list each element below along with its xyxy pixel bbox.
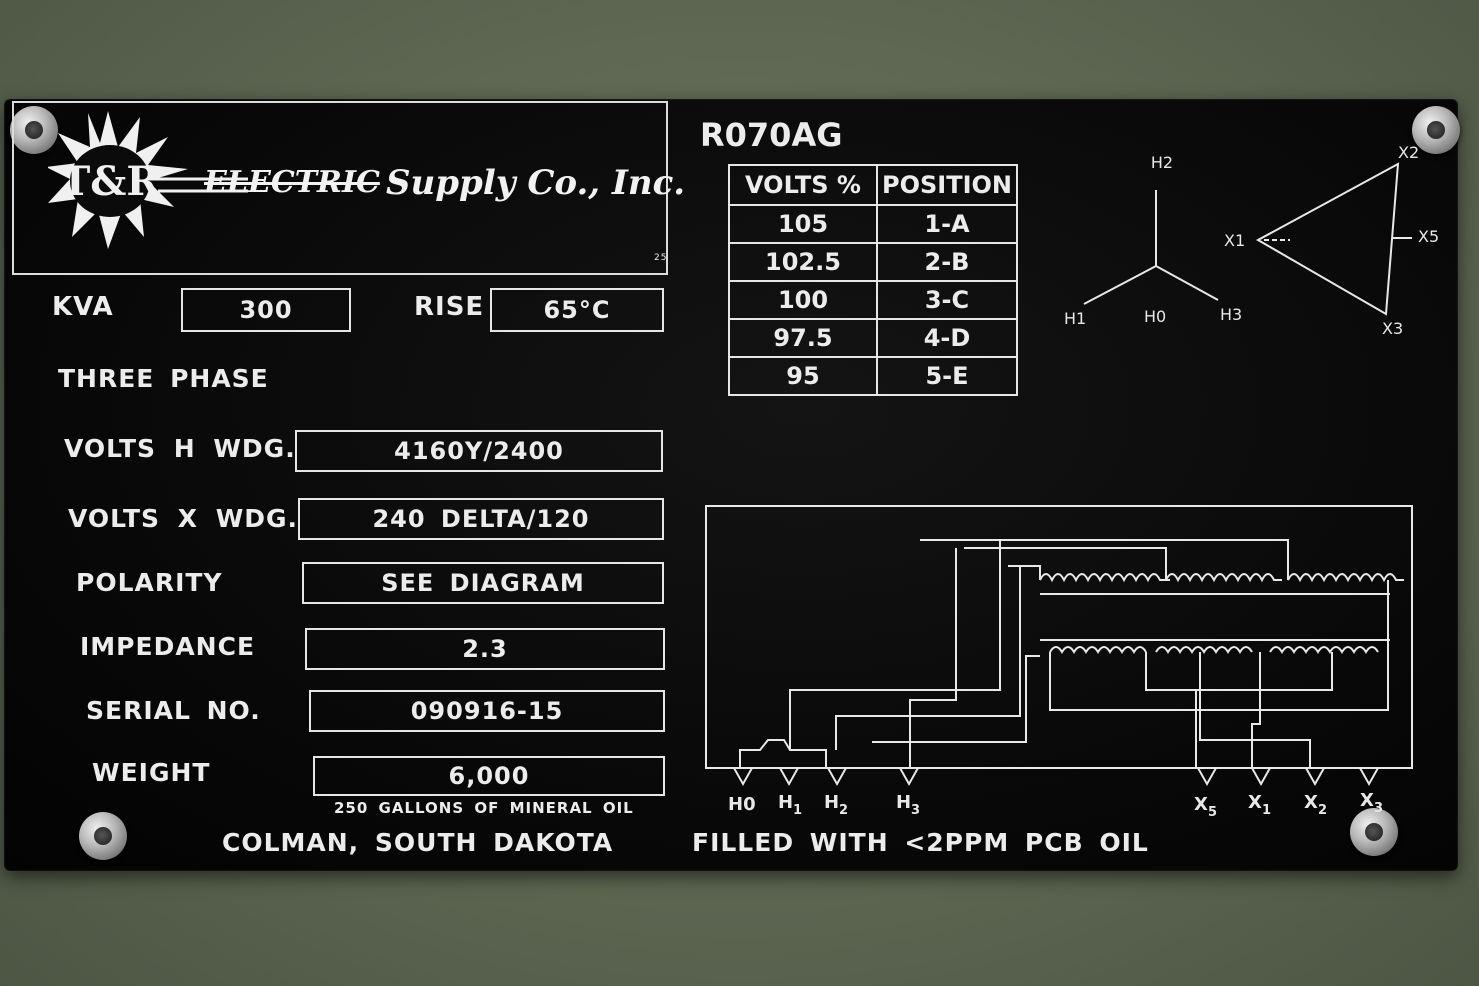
vector-label-x5: X5 bbox=[1418, 227, 1439, 246]
vector-diagram: H2 H1 H0 H3 X1 X2 X3 X5 bbox=[1064, 143, 1439, 338]
tap-header-volts: VOLTS % bbox=[728, 164, 878, 206]
vector-label-x3: X3 bbox=[1382, 319, 1403, 338]
company-name-supply: Supply Co., Inc. bbox=[386, 163, 686, 203]
volts-x-value: 240 DELTA/120 bbox=[298, 498, 664, 540]
model-code: R070AG bbox=[700, 116, 843, 154]
phase-label: THREE PHASE bbox=[58, 364, 269, 393]
kva-label: KVA bbox=[52, 292, 114, 322]
volts-h-label: VOLTS H WDG. bbox=[64, 434, 296, 463]
wiring-diagram: H0 H 1 H 2 H 3 X 5 X 1 X 2 X 3 bbox=[705, 505, 1413, 820]
weight-label: WEIGHT bbox=[92, 758, 211, 787]
terminal-x5-sub: 5 bbox=[1208, 805, 1217, 820]
rise-label: RISE bbox=[414, 292, 485, 322]
kva-value: 300 bbox=[181, 288, 351, 332]
pcb-note: FILLED WITH <2PPM PCB OIL bbox=[692, 828, 1149, 857]
tap-position: 2-B bbox=[876, 242, 1018, 282]
vector-label-h2: H2 bbox=[1151, 153, 1173, 172]
screw-bottom-right bbox=[1350, 808, 1398, 856]
screw-bottom-left bbox=[79, 812, 127, 860]
terminal-x2: X bbox=[1304, 792, 1318, 813]
terminal-h2: H bbox=[824, 792, 839, 813]
tap-volts: 102.5 bbox=[728, 242, 878, 282]
tap-volts: 100 bbox=[728, 280, 878, 320]
tap-position: 4-D bbox=[876, 318, 1018, 358]
vector-label-h3: H3 bbox=[1220, 305, 1242, 324]
tap-volts: 97.5 bbox=[728, 318, 878, 358]
terminal-x2-sub: 2 bbox=[1318, 803, 1327, 818]
vector-label-x1: X1 bbox=[1224, 231, 1245, 250]
tap-position: 1-A bbox=[876, 204, 1018, 244]
rise-value: 65°C bbox=[490, 288, 664, 332]
polarity-value: SEE DIAGRAM bbox=[302, 562, 664, 604]
terminal-x1: X bbox=[1248, 792, 1262, 813]
screw-top-right bbox=[1412, 106, 1460, 154]
terminal-x1-sub: 1 bbox=[1262, 803, 1271, 818]
tap-header-position: POSITION bbox=[876, 164, 1018, 206]
weight-value: 6,000 bbox=[313, 756, 665, 796]
serial-value: 090916-15 bbox=[309, 690, 665, 732]
vector-label-h0: H0 bbox=[1144, 307, 1166, 326]
vector-label-h1: H1 bbox=[1064, 309, 1086, 328]
serial-label: SERIAL NO. bbox=[86, 696, 261, 725]
polarity-label: POLARITY bbox=[76, 568, 223, 597]
logo-small-code: 25 bbox=[654, 253, 668, 263]
terminal-h1: H bbox=[778, 792, 793, 813]
terminal-x3: X bbox=[1360, 790, 1374, 811]
tap-volts: 95 bbox=[728, 356, 878, 396]
screw-top-left bbox=[10, 106, 58, 154]
oil-note: 250 GALLONS OF MINERAL OIL bbox=[334, 799, 634, 817]
volts-x-label: VOLTS X WDG. bbox=[68, 504, 299, 533]
impedance-label: IMPEDANCE bbox=[80, 632, 256, 661]
terminal-h2-sub: 2 bbox=[839, 803, 848, 818]
impedance-value: 2.3 bbox=[305, 628, 665, 670]
terminal-x5: X bbox=[1194, 794, 1208, 815]
terminal-h1-sub: 1 bbox=[793, 803, 802, 818]
volts-h-value: 4160Y/2400 bbox=[295, 430, 663, 472]
tap-volts: 105 bbox=[728, 204, 878, 244]
terminal-x3-sub: 3 bbox=[1374, 801, 1383, 816]
tap-position: 5-E bbox=[876, 356, 1018, 396]
terminal-h3: H bbox=[896, 792, 911, 813]
logo-initials: T&R bbox=[60, 158, 160, 205]
company-name-electric: ELECTRIC bbox=[204, 165, 380, 200]
starburst-logo-icon: T&R bbox=[48, 111, 248, 249]
terminal-h3-sub: 3 bbox=[911, 803, 920, 818]
location-text: COLMAN, SOUTH DAKOTA bbox=[222, 828, 614, 857]
terminal-h0: H0 bbox=[728, 794, 756, 815]
company-logo-box: T&R ELECTRIC Supply Co., Inc. 25 bbox=[12, 101, 685, 275]
tap-position: 3-C bbox=[876, 280, 1018, 320]
vector-label-x2: X2 bbox=[1398, 143, 1419, 162]
